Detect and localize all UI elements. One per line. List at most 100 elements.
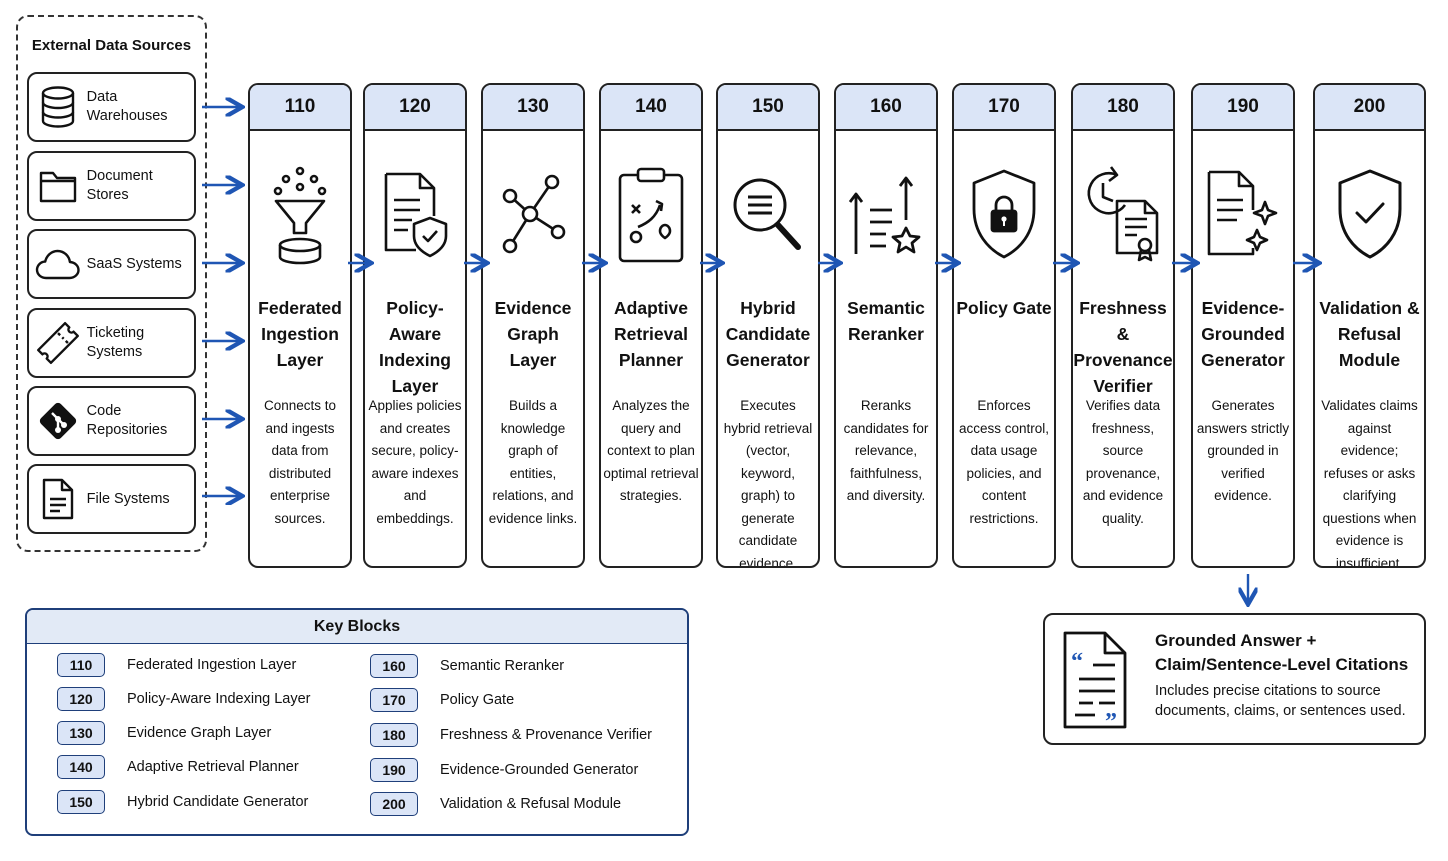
document-shield-icon: [365, 163, 465, 267]
block-130: 130 Evidence Graph Layer Builds a knowle…: [481, 83, 585, 568]
key-label: Policy Gate: [440, 692, 515, 708]
graph-icon: [483, 163, 583, 267]
key-row: 110 Federated Ingestion Layer: [57, 653, 296, 677]
shield-lock-icon: [954, 163, 1054, 267]
source-document-stores: Document Stores: [27, 151, 196, 221]
block-description: Builds a knowledge graph of entities, re…: [488, 398, 578, 526]
key-label: Semantic Reranker: [440, 658, 565, 674]
block-140: 140 Adaptive Retrieval Planner Analyzes …: [599, 83, 703, 568]
block-title: Evidence-Grounded Generator: [1201, 298, 1285, 370]
source-data-warehouses: Data Warehouses: [27, 72, 196, 142]
key-badge: 200: [370, 792, 418, 816]
key-row: 150 Hybrid Candidate Generator: [57, 790, 308, 814]
funnel-icon: [250, 163, 350, 267]
source-arrows: [202, 95, 246, 505]
key-row: 160 Semantic Reranker: [370, 654, 564, 678]
key-row: 200 Validation & Refusal Module: [370, 792, 621, 816]
ticket-icon: [29, 310, 87, 376]
source-label: Data Warehouses: [86, 89, 168, 124]
block-170: 170 Policy Gate Enforces access control,…: [952, 83, 1056, 568]
block-title: Semantic Reranker: [847, 298, 925, 344]
pipeline-arrows: [348, 250, 1448, 276]
output-title: Grounded Answer + Claim/Sentence-Level C…: [1155, 631, 1409, 674]
quote-document-icon: “ ”: [1059, 627, 1131, 735]
file-icon: [29, 466, 87, 532]
key-row: 140 Adaptive Retrieval Planner: [57, 755, 299, 779]
block-number: 160: [836, 85, 936, 131]
block-title: Validation & Refusal Module: [1319, 298, 1420, 370]
svg-text:”: ”: [1105, 709, 1117, 733]
key-row: 180 Freshness & Provenance Verifier: [370, 723, 652, 747]
block-190: 190 Evidence-Grounded Generator Generate…: [1191, 83, 1295, 568]
block-description: Reranks candidates for relevance, faithf…: [843, 398, 929, 503]
block-number: 140: [601, 85, 701, 131]
block-160: 160 Semantic Reranker Reranks candidates…: [834, 83, 938, 568]
block-description: Generates answers strictly grounded in v…: [1196, 398, 1290, 503]
cloud-icon: [29, 231, 87, 297]
key-row: 190 Evidence-Grounded Generator: [370, 758, 638, 782]
block-title: Freshness & Provenance Verifier: [1073, 298, 1173, 396]
clipboard-plan-icon: [601, 163, 701, 267]
block-number: 180: [1073, 85, 1173, 131]
key-label: Hybrid Candidate Generator: [127, 794, 309, 810]
block-number: 110: [250, 85, 350, 131]
block-description: Executes hybrid retrieval (vector, keywo…: [723, 398, 813, 568]
rank-star-icon: [836, 163, 936, 267]
database-icon: [29, 74, 87, 140]
key-badge: 190: [370, 758, 418, 782]
block-180: 180 Freshness & Provenance Verifier Veri…: [1071, 83, 1175, 568]
block-title: Evidence Graph Layer: [494, 298, 572, 370]
block-description: Analyzes the query and context to plan o…: [603, 398, 699, 503]
source-label: Code Repositories: [86, 403, 168, 438]
source-saas-systems: SaaS Systems: [27, 229, 196, 299]
key-badge: 170: [370, 688, 418, 712]
clock-certificate-icon: [1073, 163, 1173, 267]
source-label: SaaS Systems: [86, 255, 182, 272]
block-title: Adaptive Retrieval Planner: [614, 298, 688, 370]
block-description: Verifies data freshness, source provenan…: [1082, 398, 1164, 526]
key-row: 130 Evidence Graph Layer: [57, 721, 271, 745]
document-sparkle-icon: [1193, 163, 1293, 267]
key-label: Adaptive Retrieval Planner: [127, 759, 299, 775]
key-row: 120 Policy-Aware Indexing Layer: [57, 687, 311, 711]
source-label: Ticketing Systems: [86, 325, 145, 360]
key-badge: 150: [57, 790, 105, 814]
source-label: Document Stores: [86, 168, 153, 203]
block-description: Enforces access control, data usage poli…: [958, 398, 1050, 526]
block-number: 190: [1193, 85, 1293, 131]
source-ticketing-systems: Ticketing Systems: [27, 308, 196, 378]
key-badge: 180: [370, 723, 418, 747]
block-120: 120 Policy-Aware Indexing Layer Applies …: [363, 83, 467, 568]
key-label: Freshness & Provenance Verifier: [440, 727, 652, 743]
magnifier-icon: [718, 163, 818, 267]
block-title: Policy-Aware Indexing Layer: [379, 298, 451, 396]
grounded-answer-output: “ ” Grounded Answer + Claim/Sentence-Lev…: [1043, 613, 1426, 745]
folder-icon: [29, 153, 87, 219]
key-label: Validation & Refusal Module: [440, 796, 622, 812]
output-description: Includes precise citations to source doc…: [1155, 683, 1406, 719]
block-number: 120: [365, 85, 465, 131]
key-label: Evidence-Grounded Generator: [440, 762, 639, 778]
block-number: 170: [954, 85, 1054, 131]
block-description: Connects to and ingests data from distri…: [263, 398, 337, 526]
block-title: Hybrid Candidate Generator: [725, 298, 811, 370]
key-label: Federated Ingestion Layer: [127, 657, 297, 673]
block-description: Applies policies and creates secure, pol…: [368, 398, 462, 526]
key-badge: 140: [57, 755, 105, 779]
git-icon: [29, 388, 87, 454]
key-blocks-title: Key Blocks: [27, 610, 687, 644]
external-data-sources-group: External Data Sources Data Warehouses Do…: [16, 15, 207, 552]
output-arrow: [1236, 574, 1260, 610]
key-row: 170 Policy Gate: [370, 688, 514, 712]
block-number: 200: [1315, 85, 1424, 131]
block-number: 130: [483, 85, 583, 131]
svg-text:“: “: [1071, 649, 1083, 675]
block-title: Policy Gate: [956, 298, 1052, 318]
shield-check-icon: [1315, 163, 1424, 267]
source-file-systems: File Systems: [27, 464, 196, 534]
source-label: File Systems: [86, 490, 170, 507]
external-sources-title: External Data Sources: [31, 37, 192, 54]
key-label: Evidence Graph Layer: [127, 725, 272, 741]
key-blocks-legend: Key Blocks 110 Federated Ingestion Layer…: [25, 608, 689, 836]
source-code-repositories: Code Repositories: [27, 386, 196, 456]
